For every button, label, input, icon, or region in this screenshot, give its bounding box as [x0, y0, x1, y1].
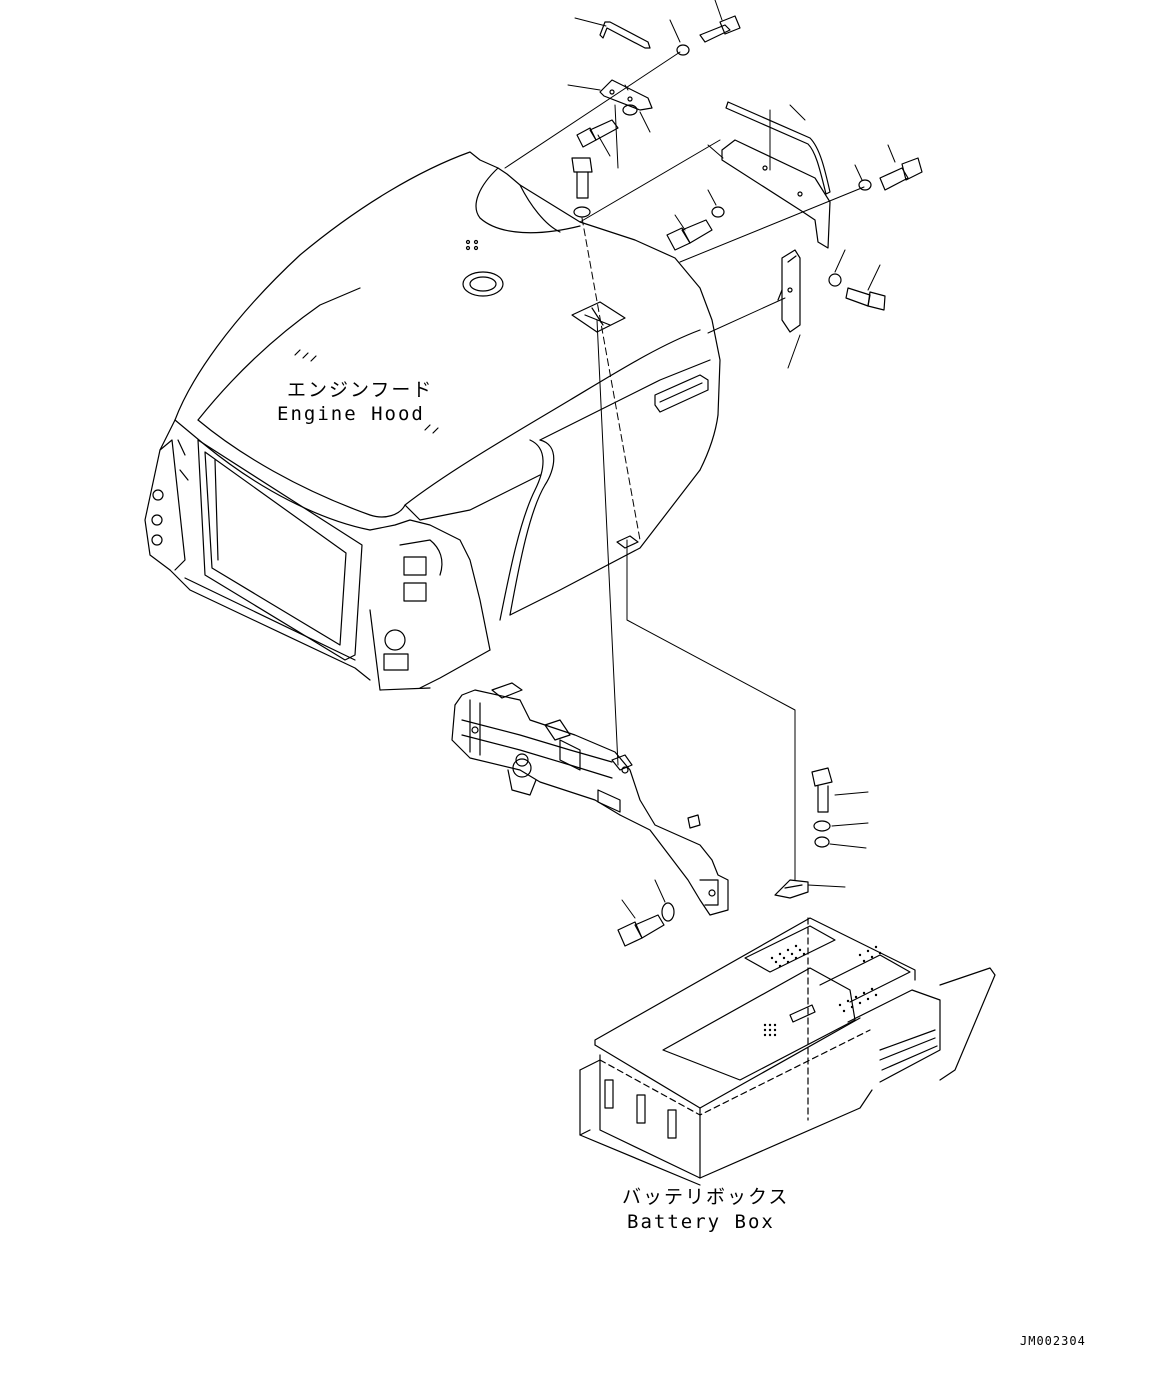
battery-box-label-jp: バッテリボックス	[622, 1186, 790, 1208]
bolt-icon	[571, 157, 593, 199]
bolt-icon	[879, 157, 923, 191]
bolt-icon	[811, 767, 833, 813]
battery-hardware	[774, 767, 869, 899]
engine-hood	[144, 151, 721, 691]
leader-lines	[504, 0, 896, 881]
bolt-icon	[617, 914, 665, 947]
leader-lines	[621, 879, 666, 919]
engine-hood-label-jp: エンジンフード	[287, 379, 434, 401]
battery-box-label-en: Battery Box	[627, 1211, 775, 1233]
bolt-icon	[576, 119, 619, 148]
drawing-code: JM002304	[1020, 1334, 1086, 1348]
bolt-icon	[845, 287, 886, 311]
bolt-icon	[666, 219, 713, 251]
washer	[661, 902, 675, 922]
top-hardware	[571, 15, 923, 333]
battery-box	[579, 917, 996, 1186]
engine-hood-label-en: Engine Hood	[277, 403, 425, 425]
frame-bracket	[451, 682, 729, 916]
bolt-icon	[699, 15, 741, 43]
